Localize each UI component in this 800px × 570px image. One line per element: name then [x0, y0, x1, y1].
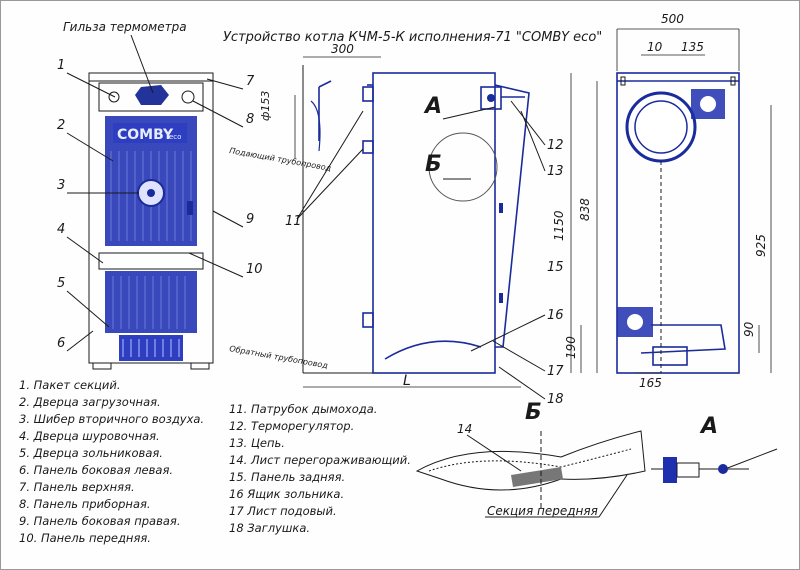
dim-165: 165	[639, 376, 662, 390]
side-leader-lines	[296, 100, 546, 400]
callout-5: 5	[57, 276, 65, 291]
legend-item-5: 5. Дверца зольниковая.	[19, 446, 163, 460]
dim-925: 925	[754, 234, 768, 257]
callout-6: 6	[57, 336, 65, 351]
label-b: Б	[425, 152, 442, 177]
thermometer-label: Гильза термометра	[63, 20, 187, 34]
rear-dim-lines	[570, 28, 772, 374]
label-b-detail: Б	[525, 400, 542, 425]
legend-item-17: 17 Лист подовый.	[229, 504, 337, 518]
label-a: А	[423, 94, 442, 119]
callout-7: 7	[246, 74, 255, 89]
callout-10: 10	[246, 262, 263, 277]
callout-18: 18	[547, 392, 564, 407]
legend-item-11: 11. Патрубок дымохода.	[229, 402, 377, 416]
legend-item-3: 3. Шибер вторичного воздуха.	[19, 412, 204, 426]
dim-10: 10	[647, 40, 663, 54]
drawing-title: Устройство котла КЧМ-5-К исполнения-71 "…	[223, 30, 602, 45]
side-view	[302, 65, 530, 374]
legend-item-1: 1. Пакет секций.	[19, 378, 120, 392]
rear-dimensions: 500 10 135 838 1150 925 190 90 165	[552, 12, 768, 390]
dim-phi153: ф153	[259, 91, 272, 121]
callout-1: 1	[57, 58, 65, 73]
callout-2: 2	[57, 118, 65, 133]
view-labels: А Б Б А	[423, 94, 718, 439]
legend-left: 1. Пакет секций. 2. Дверца загрузочная. …	[19, 378, 204, 545]
callout-14: 14	[457, 422, 472, 436]
legend-item-6: 6. Панель боковая левая.	[19, 463, 173, 477]
callout-17: 17	[547, 364, 564, 379]
side-callouts: 11 12 13 15 16 17 18	[285, 138, 564, 407]
legend-item-2: 2. Дверца загрузочная.	[19, 395, 161, 409]
ab-leaders	[442, 106, 496, 180]
dim-300: 300	[331, 42, 354, 56]
legend-right: 11. Патрубок дымохода. 12. Терморегулято…	[229, 402, 411, 535]
brand-logo-sub: eco	[169, 133, 181, 141]
callout-9: 9	[246, 212, 254, 227]
front-callouts: 1 2 3 4 5 6 7 8 9 10	[57, 58, 263, 351]
legend-item-14: 14. Лист перегораживающий.	[229, 453, 411, 467]
dim-1150: 1150	[552, 210, 566, 241]
legend-item-10: 10. Панель передняя.	[19, 531, 151, 545]
detail-a	[651, 448, 778, 483]
callout-3: 3	[57, 178, 65, 193]
front-section-label: Секция передняя	[487, 504, 598, 518]
supply-pipe-label: Подающий трубопровод	[229, 146, 333, 173]
legend-item-13: 13. Цепь.	[229, 436, 285, 450]
callout-8: 8	[246, 112, 254, 127]
callout-4: 4	[57, 222, 65, 237]
callout-15: 15	[547, 260, 564, 275]
front-leader-lines	[66, 34, 244, 352]
callout-16: 16	[547, 308, 564, 323]
front-view: COMBY eco	[88, 72, 214, 370]
callout-13: 13	[547, 164, 564, 179]
brand-logo-text: COMBY	[117, 127, 174, 143]
dim-l: L	[403, 373, 411, 389]
dim-90: 90	[742, 321, 756, 337]
rear-view	[616, 72, 740, 374]
detail-section-b: 14 Секция передняя	[415, 422, 646, 518]
dim-135: 135	[681, 40, 704, 54]
legend-item-18: 18 Заглушка.	[229, 521, 310, 535]
label-a-detail: А	[699, 414, 718, 439]
callout-12: 12	[547, 138, 564, 153]
legend-item-12: 12. Терморегулятор.	[229, 419, 354, 433]
legend-item-16: 16 Ящик зольника.	[229, 487, 344, 501]
legend-item-9: 9. Панель боковая правая.	[19, 514, 180, 528]
legend-item-15: 15. Панель задняя.	[229, 470, 345, 484]
return-pipe-label: Обратный трубопровод	[229, 344, 329, 370]
dim-500: 500	[661, 12, 684, 26]
legend-item-7: 7. Панель верхняя.	[19, 480, 135, 494]
dim-838: 838	[578, 198, 592, 221]
legend-item-4: 4. Дверца шуровочная.	[19, 429, 160, 443]
legend-item-8: 8. Панель приборная.	[19, 497, 151, 511]
